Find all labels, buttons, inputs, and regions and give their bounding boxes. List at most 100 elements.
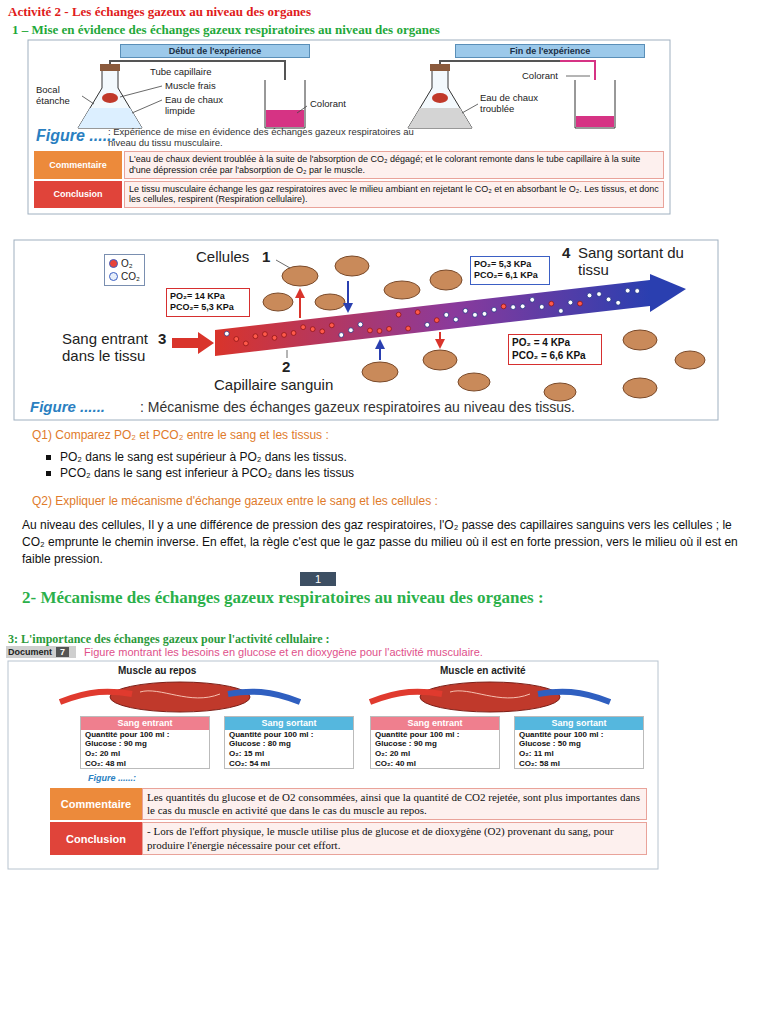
- muscle-drawing: [140, 691, 220, 698]
- sealed-flask: [432, 93, 448, 103]
- figure-number: Figure ......: [36, 126, 116, 145]
- part-label: Bocal étanche: [36, 84, 86, 107]
- box-text: Début de l'expérience: [123, 46, 307, 56]
- box-text: Glucose : 80 mg: [225, 739, 353, 749]
- gas-molecule: [368, 328, 373, 333]
- legend-row: O₂: [109, 257, 140, 270]
- muscle-drawing: [450, 691, 530, 698]
- label-text: PO₂ dans le sang est supérieur à PO₂ dan…: [60, 450, 347, 464]
- comment-tag: Commentaire: [34, 151, 122, 179]
- legend-swatch: [109, 259, 118, 268]
- box-text: PO₂= 5,3 KPa: [474, 259, 546, 270]
- page-title: Activité 2 - Les échanges gazeux au nive…: [8, 4, 311, 20]
- bullet-square: [46, 455, 51, 460]
- legend-box: O₂CO₂: [104, 254, 145, 286]
- blood-data-box: Sang sortantQuantité pour 100 ml :Glucos…: [514, 716, 644, 769]
- blood-data-box: Sang entrantQuantité pour 100 ml :Glucos…: [370, 716, 500, 769]
- gas-molecule: [587, 293, 592, 298]
- conclusion-tag: Conclusion: [34, 181, 122, 209]
- box-text: CO₂: 58 ml: [515, 759, 643, 769]
- blood-data-box: Sang sortantQuantité pour 100 ml :Glucos…: [224, 716, 354, 769]
- comment-box: Les quantités du glucose et de O2 consom…: [142, 788, 647, 820]
- tissue-cell: [430, 270, 462, 290]
- gas-molecule: [425, 322, 430, 327]
- gas-molecule: [301, 325, 306, 330]
- panel-title: Muscle en activité: [440, 665, 526, 677]
- figure-caption: : Expérience de mise en évidence des éch…: [108, 126, 428, 149]
- bullet-text: PO₂ dans le sang est supérieur à PO₂ dan…: [60, 450, 347, 464]
- sealed-flask: [408, 70, 472, 128]
- label-text: : Mécanisme des échanges gazeux respirat…: [140, 399, 575, 415]
- box-text: CO₂: 48 ml: [81, 759, 209, 769]
- label-text: Au niveau des cellules, Il y a une diffé…: [22, 518, 738, 566]
- label-text: 3: L'importance des échanges gazeux pour…: [8, 632, 330, 646]
- leader-line: [82, 96, 94, 104]
- muscle-drawing: [370, 692, 442, 702]
- leader-line: [462, 104, 478, 113]
- gas-molecule: [224, 331, 229, 336]
- gas-molecule: [625, 288, 630, 293]
- capillary-band: [172, 332, 214, 354]
- capillary-tube: [440, 61, 595, 120]
- label-text: Muscle frais: [165, 80, 216, 91]
- gas-molecule: [358, 322, 363, 327]
- part-label: Muscle frais: [165, 80, 216, 91]
- gas-molecule: [549, 301, 554, 306]
- tissue-cell: [423, 350, 457, 370]
- conclusion-box: - Lors de l'effort physique, le muscle u…: [142, 822, 647, 854]
- box-text: Conclusion: [36, 189, 120, 199]
- section-heading: 2- Mécanisme des échanges gazeux respira…: [22, 588, 562, 608]
- legend-swatch: [109, 272, 118, 281]
- figure-panel: [8, 661, 658, 869]
- gas-molecule: [234, 337, 239, 342]
- label-text: Cellules: [196, 248, 249, 265]
- callout-number: 4: [562, 244, 570, 262]
- tissue-cell: [623, 378, 657, 398]
- panel-title: Muscle au repos: [118, 665, 196, 677]
- box-text: L'eau de chaux devient troublée à la sui…: [129, 154, 659, 176]
- part-label: Cellules: [196, 248, 249, 265]
- figure-caption: : Mécanisme des échanges gazeux respirat…: [140, 399, 575, 416]
- gas-molecule: [339, 333, 344, 338]
- tissue-cell: [458, 373, 490, 391]
- figure-panel: [8, 661, 658, 869]
- dye-beaker: [575, 80, 615, 128]
- box-text: Conclusion: [52, 833, 140, 845]
- label-text: Muscle au repos: [118, 665, 196, 676]
- label-text: Capillaire sanguin: [214, 376, 333, 393]
- part-label: Tube capillaire: [150, 66, 211, 77]
- box-text: CO₂: 40 ml: [371, 759, 499, 769]
- page-number: 1: [300, 572, 336, 586]
- stage-header: Fin de l'expérience: [455, 44, 645, 58]
- sealed-flask: [100, 64, 120, 71]
- callout-number: 2: [282, 358, 290, 376]
- box-text: Sang entrant: [81, 717, 209, 730]
- figure-number: Figure ......:: [88, 773, 136, 784]
- part-label: Eau de chaux limpide: [165, 94, 235, 117]
- sealed-flask: [78, 70, 142, 128]
- box-text: PCO₂ = 6,6 KPa: [512, 350, 598, 363]
- sealed-flask: [430, 64, 450, 71]
- sealed-flask: [78, 108, 142, 128]
- label-text: 1 – Mise en évidence des échanges gazeux…: [12, 22, 440, 37]
- gas-molecule: [501, 304, 506, 309]
- bullet-square: [46, 455, 51, 476]
- box-text: PO₂ = 4 KPa: [512, 337, 598, 350]
- gas-molecule: [263, 332, 268, 337]
- label-text: Colorant: [310, 98, 346, 109]
- label-text: 1: [262, 248, 270, 265]
- tissue-cell: [384, 281, 420, 299]
- legend-text: CO₂: [121, 270, 140, 283]
- gas-molecule: [511, 305, 516, 310]
- box-text: PO₂= 14 KPa: [170, 291, 246, 302]
- sealed-flask: [102, 93, 118, 103]
- box-text: CO₂: 54 ml: [225, 759, 353, 769]
- conclusion-tag: Conclusion: [50, 822, 142, 854]
- tissue-cell: [362, 362, 398, 382]
- gas-molecule: [291, 331, 296, 336]
- box-text: Sang entrant: [371, 717, 499, 730]
- part-label: Colorant: [310, 98, 346, 109]
- gas-molecule: [539, 305, 544, 310]
- gas-molecule: [348, 328, 353, 333]
- figure-panel: [14, 240, 718, 420]
